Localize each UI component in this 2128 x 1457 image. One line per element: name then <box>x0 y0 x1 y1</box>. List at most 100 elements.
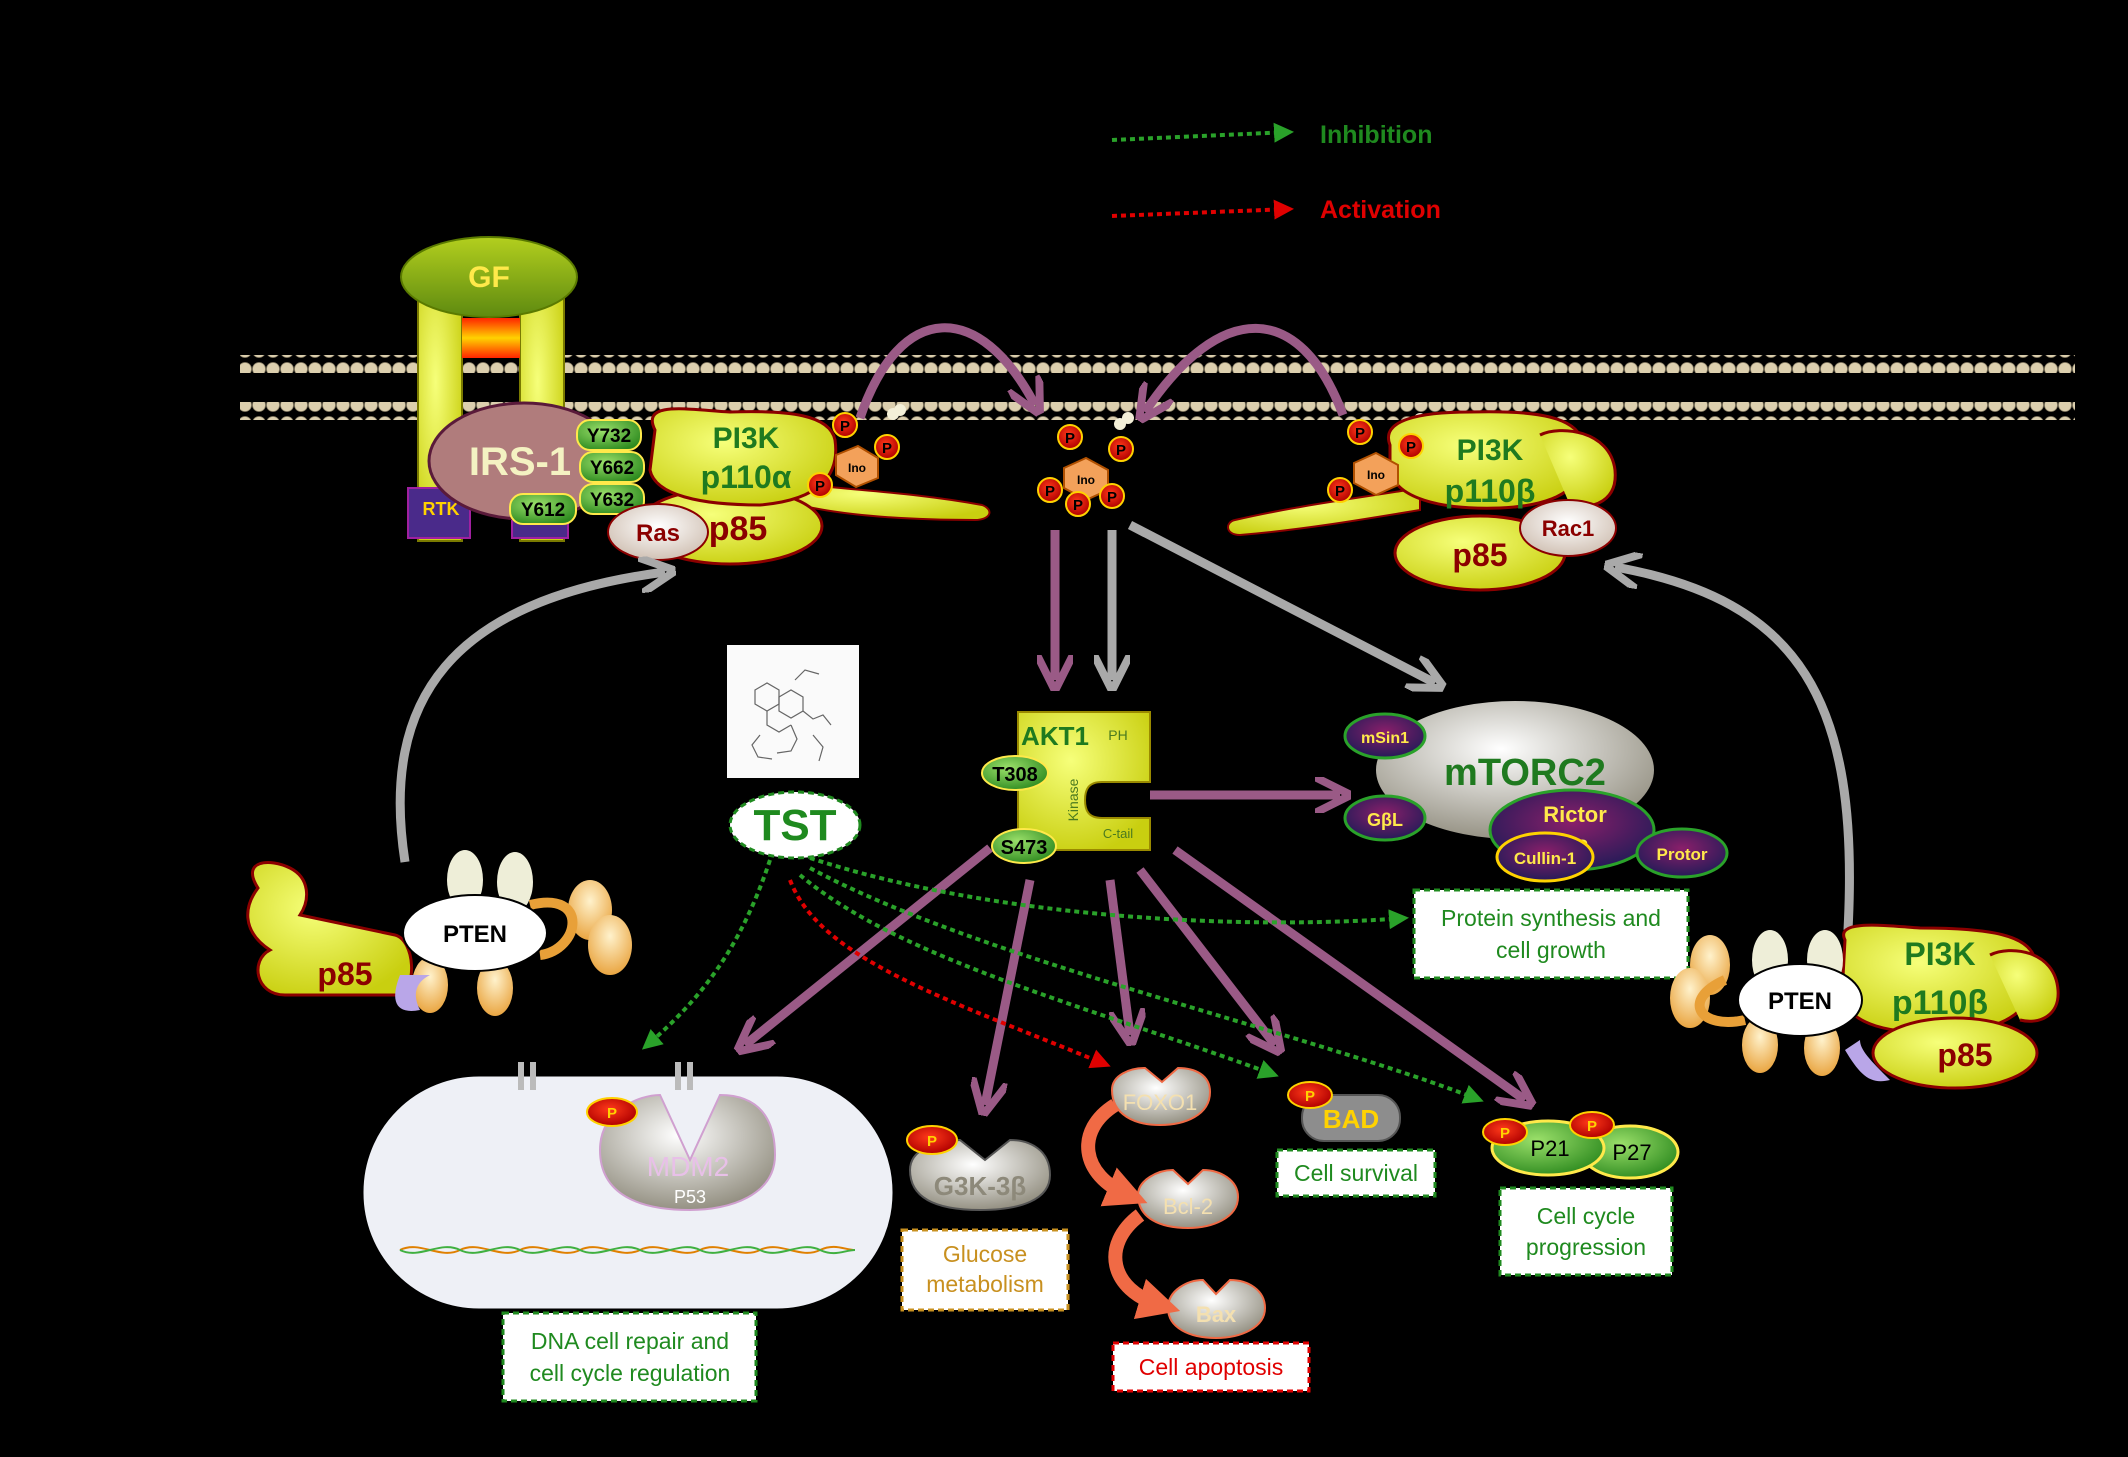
tst-inhibits-mdm2 <box>641 859 772 1050</box>
mdm2-phospho <box>586 1097 638 1127</box>
svg-text:Protein synthesis and: Protein synthesis and <box>1441 905 1661 931</box>
foxo1: FOXO1 <box>1110 1066 1212 1127</box>
dna-helix <box>399 1245 856 1255</box>
arrow-pip2-to-pip3-left <box>855 323 1035 418</box>
irs1-label: IRS-1 <box>469 440 571 484</box>
arrow-pten-to-pi3k-beta <box>1615 567 1854 931</box>
tst-effect-arrows <box>641 856 1484 1104</box>
y632-site: Y632 <box>579 483 645 515</box>
tst-inhibits-p21 <box>809 866 1484 1104</box>
svg-text:PI3K: PI3K <box>1904 936 1975 972</box>
svg-text:P: P <box>1073 497 1083 514</box>
legend-inhibition-label: Inhibition <box>1320 121 1432 149</box>
pten-left-complex: p85 PTEN <box>246 850 632 1016</box>
legend-inhibition-line <box>1111 122 1294 143</box>
mtorc2-complex: mTORC2 mSin1 GβL Rictor E3 Cullin-1 Prot… <box>1343 699 1729 883</box>
bad: BAD P <box>1287 1081 1401 1142</box>
svg-text:Protor: Protor <box>1657 845 1708 864</box>
svg-text:P: P <box>607 1105 617 1122</box>
pi3k-beta-label: PI3K <box>1457 434 1524 467</box>
mdm2-label: MDM2 <box>647 1151 729 1182</box>
pi3k-beta-complex: PI3K p110β p85 Rac1 Ino P P P <box>1227 410 1617 592</box>
svg-text:Cell apoptosis: Cell apoptosis <box>1139 1354 1283 1380</box>
akt1-label: AKT1 <box>1021 721 1089 751</box>
ras-label: Ras <box>636 520 680 547</box>
akt1-shape <box>1017 711 1151 851</box>
svg-text:p85: p85 <box>1452 537 1507 573</box>
svg-text:P: P <box>1116 442 1126 459</box>
svg-text:P: P <box>1045 483 1055 500</box>
gbl <box>1343 794 1427 842</box>
akt1-kinase-label: Kinase <box>1065 778 1081 821</box>
outcome-glucose: Glucose metabolism <box>900 1228 1070 1312</box>
svg-text:P: P <box>882 440 892 457</box>
rac1 <box>1519 499 1617 557</box>
svg-text:cell cycle regulation: cell cycle regulation <box>530 1360 731 1386</box>
inositol-right <box>1353 451 1399 497</box>
arrow-pip3-to-mtorc2 <box>1127 521 1435 683</box>
pip3-center: Ino P P P P P <box>887 404 1426 517</box>
legend: Inhibition Activation <box>1111 121 1441 224</box>
arrow-foxo1-to-bcl2 <box>1081 1099 1148 1207</box>
pi3k-alpha-p110-label: p110α <box>701 459 792 495</box>
rtk-label: RTK <box>423 499 460 519</box>
gf-ligand <box>400 236 578 318</box>
p21-p27: P27 P21 P P <box>1482 1111 1680 1180</box>
pten-right-complex: PI3K p110β p85 PTEN <box>1670 923 2060 1090</box>
pten-left-p85 <box>246 861 413 997</box>
svg-text:metabolism: metabolism <box>926 1271 1044 1297</box>
gsk3b: G3K-3β P <box>906 1125 1052 1212</box>
gsk3b-label: G3K-3β <box>934 1171 1026 1201</box>
svg-text:cell growth: cell growth <box>1496 937 1606 963</box>
svg-text:Glucose: Glucose <box>943 1241 1027 1267</box>
tst-inhibits-growth <box>809 856 1409 930</box>
tst-node <box>728 790 862 860</box>
svg-text:p85: p85 <box>1937 1037 1992 1073</box>
arrow-pip2-to-pip3-right <box>1145 324 1348 415</box>
t308-site: T308 <box>981 755 1049 791</box>
tst-compound: TST <box>727 645 862 860</box>
outcome-survival: Cell survival <box>1275 1148 1437 1198</box>
tst-activates-foxo1 <box>788 879 1111 1069</box>
arrow-akt-to-foxo1 <box>1105 879 1130 1035</box>
pi3k-beta-p110-label: p110β <box>1445 473 1536 509</box>
arrow-bcl2-to-bax <box>1108 1209 1181 1320</box>
mdm2 <box>598 1093 777 1212</box>
pi3k-alpha-complex: p85 PI3K p110α Ras Ino P P P <box>607 407 991 566</box>
svg-text:P: P <box>927 1133 937 1150</box>
svg-text:Bcl-2: Bcl-2 <box>1163 1194 1213 1219</box>
svg-text:FOXO1: FOXO1 <box>1123 1090 1198 1115</box>
mtorc2-label: mTORC2 <box>1444 752 1606 794</box>
pten-left <box>402 894 548 972</box>
arrow-akt-to-nucleus <box>745 844 993 1045</box>
pi3k-alpha-tail <box>779 478 991 522</box>
svg-text:Y632: Y632 <box>590 490 634 511</box>
legend-activation-line <box>1111 199 1294 220</box>
tst-structure-image <box>727 645 859 778</box>
svg-text:T308: T308 <box>992 764 1038 786</box>
p53-label: P53 <box>674 1187 706 1207</box>
svg-text:P: P <box>1355 425 1365 442</box>
svg-text:BAD: BAD <box>1323 1104 1379 1134</box>
svg-text:Y662: Y662 <box>590 458 634 479</box>
svg-text:P: P <box>840 418 850 435</box>
svg-text:p85: p85 <box>317 956 372 992</box>
akt1: AKT1 PH Kinase C-tail T308 S473 <box>981 711 1151 864</box>
y662-site: Y662 <box>579 451 645 483</box>
svg-text:GβL: GβL <box>1367 810 1403 830</box>
msin1 <box>1343 712 1427 760</box>
svg-text:P21: P21 <box>1530 1136 1569 1161</box>
outcome-dna-repair: DNA cell repair and cell cycle regulatio… <box>501 1311 758 1403</box>
outcome-cell-cycle: Cell cycle progression <box>1498 1186 1674 1277</box>
arrow-pten-to-pi3k-alpha <box>395 572 665 863</box>
phospho-group-left: P P P <box>807 412 900 498</box>
s473-site: S473 <box>991 828 1057 864</box>
irs1-complex: IRS-1 Y732 Y662 Y632 Y612 <box>427 401 645 525</box>
akt1-ph-label: PH <box>1108 727 1127 743</box>
svg-text:P: P <box>1406 439 1416 456</box>
pi3k-alpha-label: PI3K <box>713 422 780 455</box>
svg-text:Rictor: Rictor <box>1543 802 1607 827</box>
y612-site: Y612 <box>509 493 577 525</box>
pi3k-alpha-catalytic <box>648 407 838 507</box>
